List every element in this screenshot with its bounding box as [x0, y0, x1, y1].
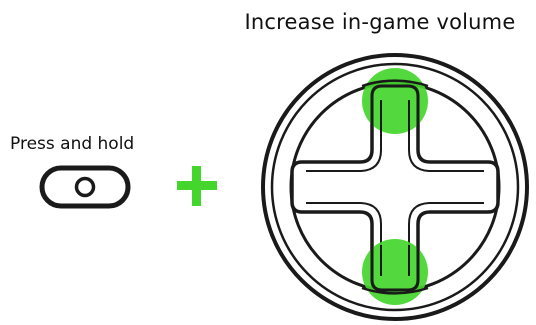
dpad-icon: [263, 55, 527, 319]
pill-button-icon: [42, 168, 128, 206]
plus-icon: [177, 166, 217, 206]
